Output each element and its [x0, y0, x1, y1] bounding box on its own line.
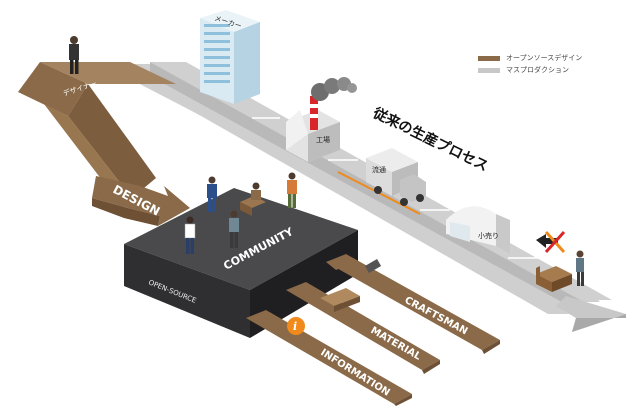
- person-icon: [229, 210, 239, 248]
- legend-label: マスプロダクション: [506, 66, 569, 74]
- timber-icon: [320, 288, 360, 312]
- hammer-icon: [364, 259, 383, 290]
- person-icon: [287, 172, 297, 208]
- retail-label: 小売り: [478, 231, 499, 240]
- information-arrow: INFORMATION: [246, 310, 412, 406]
- material-label: MATERIAL: [369, 325, 424, 363]
- person-icon: [207, 176, 217, 212]
- information-label: INFORMATION: [318, 347, 391, 398]
- info-glyph: i: [293, 320, 297, 333]
- legend-label: オープンソースデザイン: [506, 54, 583, 62]
- craftsman-label: CRAFTSMAN: [403, 295, 470, 337]
- crossed-arrow-icon: [536, 230, 566, 254]
- distribution-label: 流通: [372, 165, 386, 174]
- person-icon: [184, 216, 196, 254]
- legend-swatch: [478, 67, 500, 73]
- legend: オープンソースデザイン マスプロダクション: [478, 52, 582, 76]
- legend-item-mass-production: マスプロダクション: [478, 64, 582, 76]
- info-icon: i: [287, 317, 305, 335]
- chair-icon: [240, 182, 266, 216]
- factory-label: 工場: [316, 135, 330, 144]
- legend-item-open-source-design: オープンソースデザイン: [478, 52, 582, 64]
- factory-icon: 工場: [286, 77, 357, 162]
- sofa-icon: [536, 266, 572, 292]
- design-path: [18, 62, 190, 226]
- shop-icon: 小売り: [446, 206, 510, 254]
- building-icon: メーカー: [200, 10, 260, 104]
- person-icon: [576, 250, 584, 286]
- legend-swatch: [478, 55, 500, 61]
- truck-icon: 流通: [366, 148, 426, 206]
